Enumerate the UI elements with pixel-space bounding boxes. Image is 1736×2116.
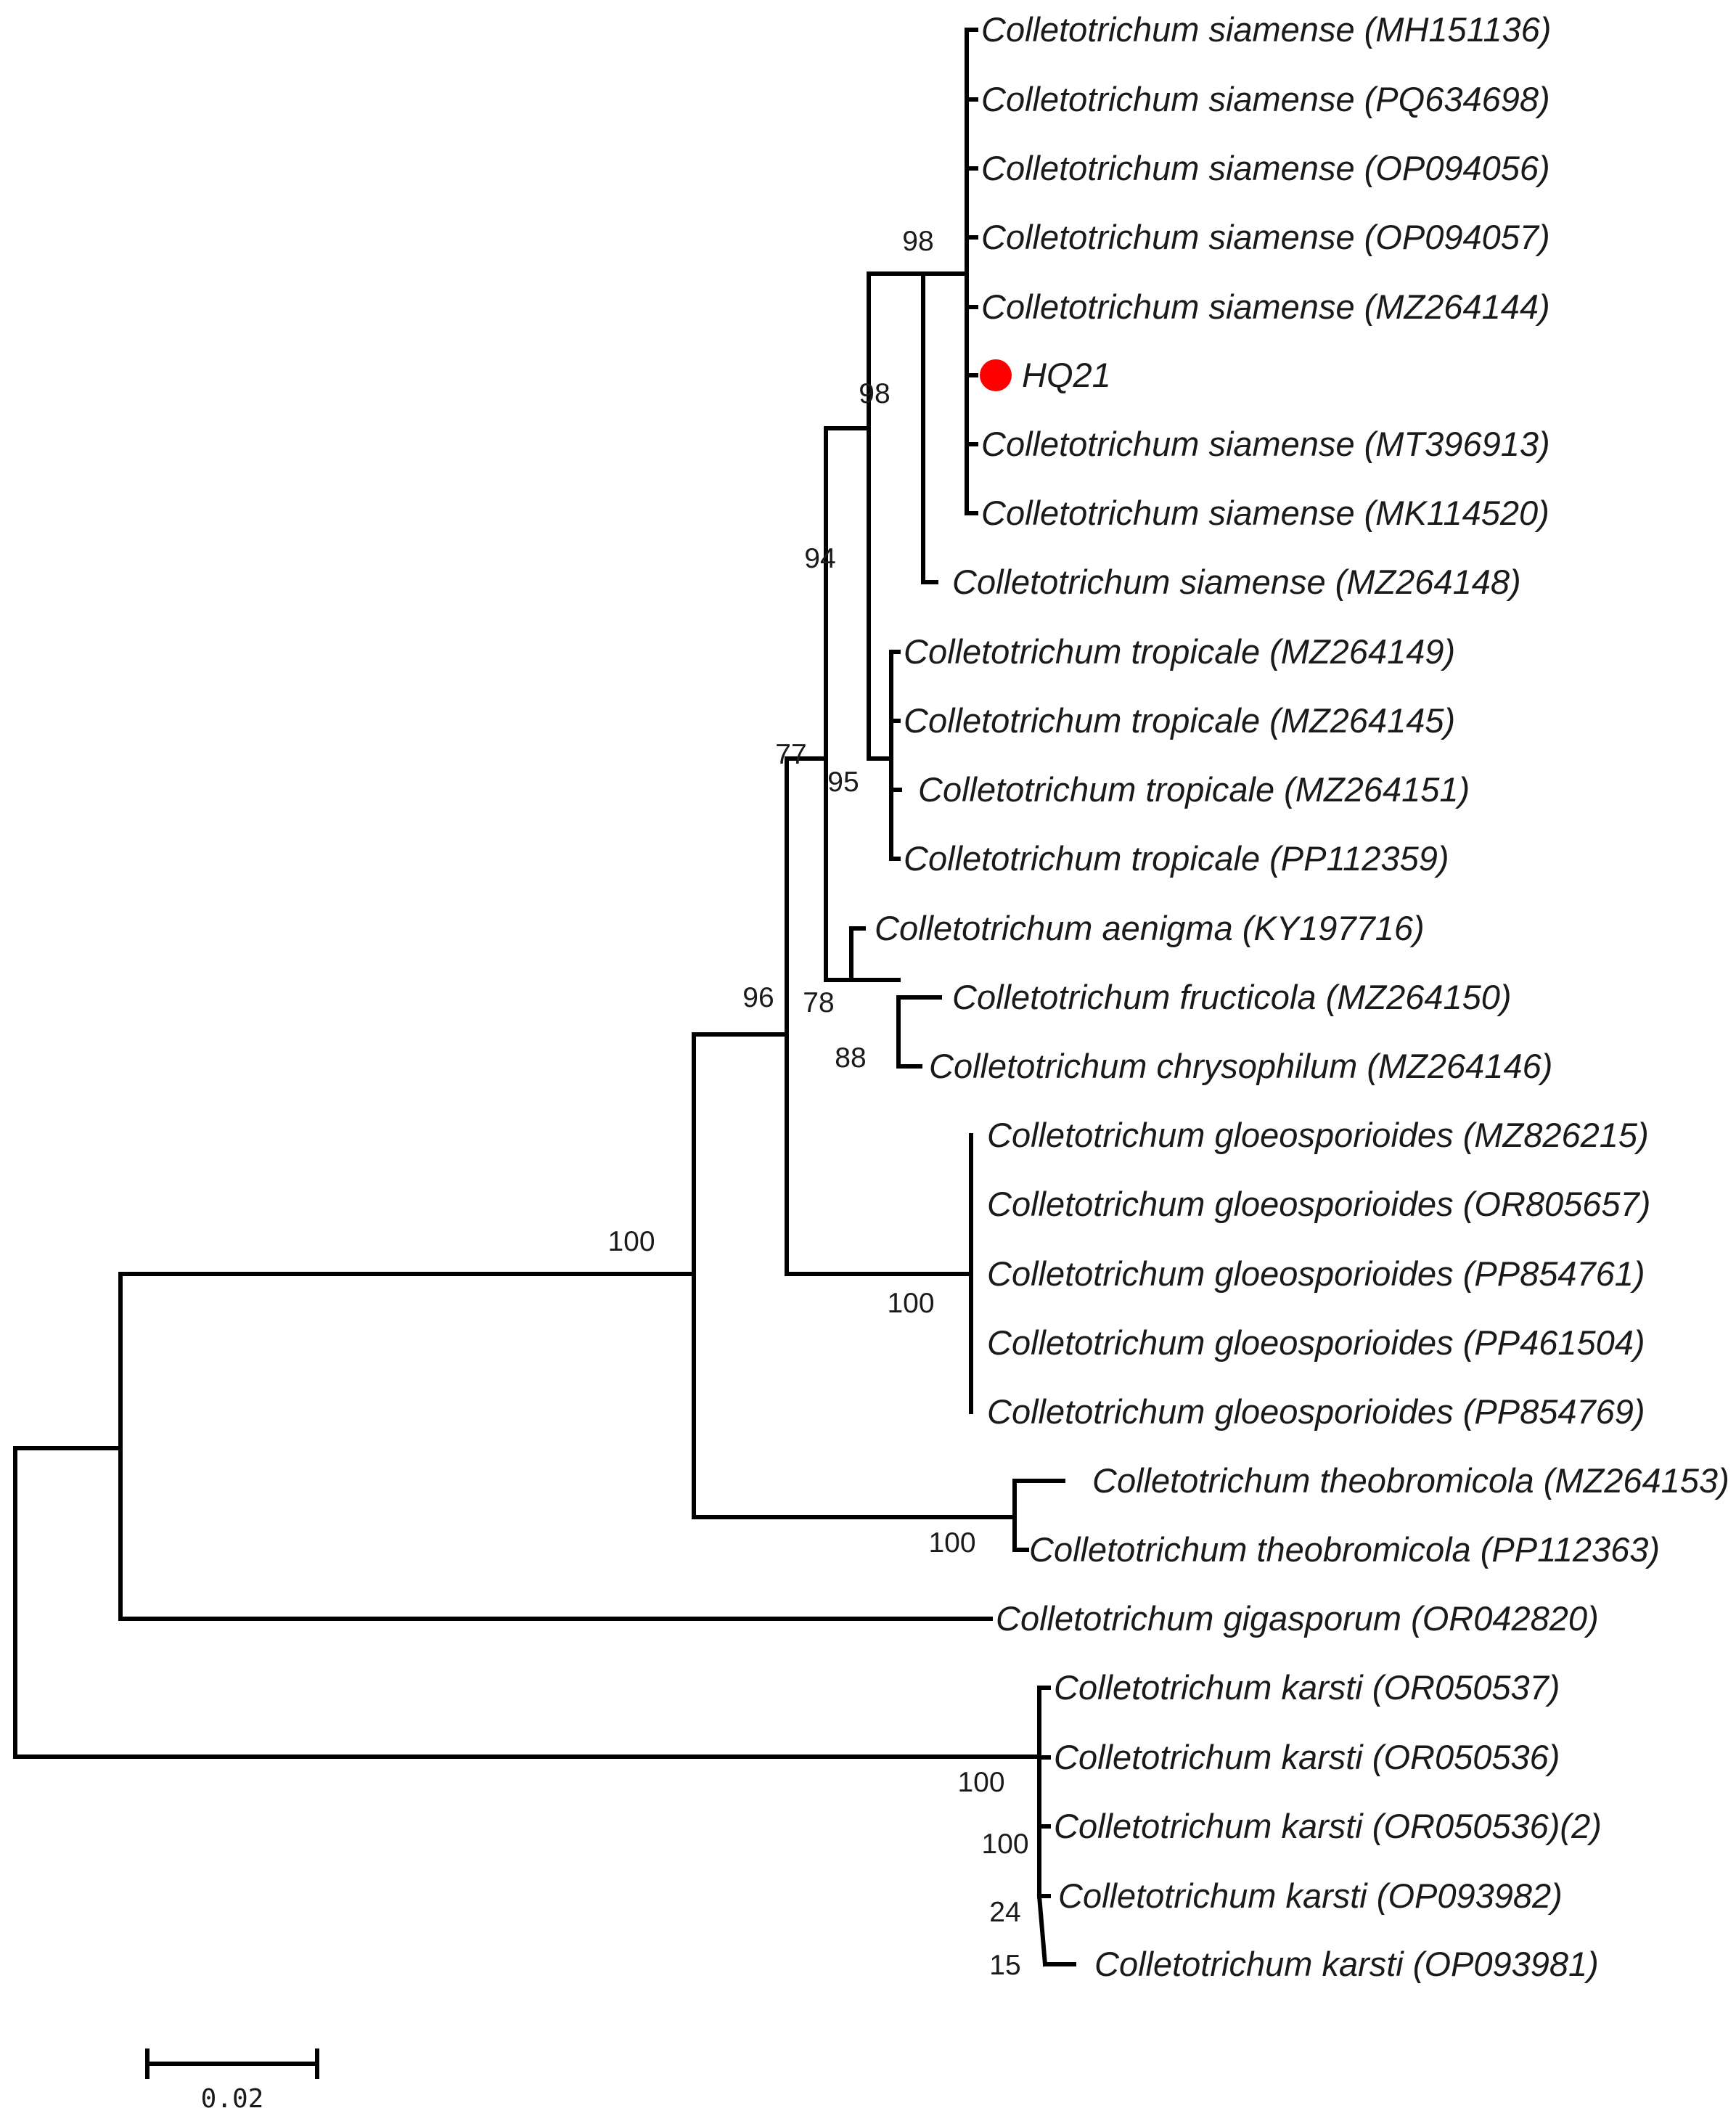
leaf-label: Colletotrichum fructicola (MZ264150) xyxy=(952,978,1512,1016)
leaf-label: Colletotrichum gloeosporioides (PP854769… xyxy=(987,1392,1645,1431)
leaf-label: Colletotrichum siamense (MZ264148) xyxy=(952,563,1521,601)
leaf-label: Colletotrichum tropicale (MZ264151) xyxy=(918,770,1470,809)
leaf-label: Colletotrichum siamense (PQ634698) xyxy=(981,80,1550,118)
support-value: 100 xyxy=(981,1829,1028,1860)
leaf-label: Colletotrichum siamense (MT396913) xyxy=(981,425,1550,463)
leaf-label: Colletotrichum siamense (OP094057) xyxy=(981,218,1550,256)
highlight-marker-icon xyxy=(980,359,1012,391)
leaf-label: Colletotrichum siamense (MH151136) xyxy=(981,10,1551,49)
leaf-label: Colletotrichum siamense (OP094056) xyxy=(981,149,1550,187)
leaf-label: Colletotrichum tropicale (MZ264149) xyxy=(904,632,1455,671)
scale-bar: 0.02 xyxy=(145,2048,319,2114)
leaf-labels: Colletotrichum siamense (MH151136) Collet… xyxy=(875,10,1729,1983)
leaf-label: Colletotrichum karsti (OP093982) xyxy=(1058,1876,1563,1915)
leaf-label: Colletotrichum karsti (OR050536)(2) xyxy=(1054,1807,1602,1845)
leaf-label: Colletotrichum karsti (OR050536) xyxy=(1054,1738,1560,1776)
support-value: 15 xyxy=(989,1950,1020,1981)
support-value: 100 xyxy=(928,1527,975,1559)
leaf-label: Colletotrichum gloeosporioides (PP461504… xyxy=(987,1323,1645,1362)
scale-bar-label: 0.02 xyxy=(201,2084,264,2114)
support-value: 88 xyxy=(835,1042,866,1074)
leaf-label: Colletotrichum gloeosporioides (MZ826215… xyxy=(987,1116,1649,1154)
leaf-label: Colletotrichum karsti (OP093981) xyxy=(1094,1945,1599,1983)
support-value: 100 xyxy=(887,1288,934,1319)
leaf-label: Colletotrichum siamense (MZ264144) xyxy=(981,287,1550,326)
leaf-label: Colletotrichum gloeosporioides (OR805657… xyxy=(987,1185,1650,1223)
support-value: 96 xyxy=(742,982,774,1013)
leaf-label: Colletotrichum tropicale (PP112359) xyxy=(904,839,1449,878)
leaf-label: Colletotrichum siamense (MK114520) xyxy=(981,494,1549,532)
support-value: 77 xyxy=(775,739,806,770)
leaf-label: Colletotrichum aenigma (KY197716) xyxy=(875,909,1425,947)
leaf-label: Colletotrichum gigasporum (OR042820) xyxy=(996,1599,1599,1638)
tree-branches xyxy=(13,28,1076,1967)
leaf-label: HQ21 xyxy=(1022,356,1111,394)
leaf-label: Colletotrichum karsti (OR050537) xyxy=(1054,1668,1560,1707)
support-value: 95 xyxy=(827,767,859,798)
support-value: 98 xyxy=(902,226,933,257)
leaf-label: Colletotrichum theobromicola (PP112363) xyxy=(1029,1530,1660,1569)
support-value: 78 xyxy=(803,987,834,1018)
leaf-label: Colletotrichum chrysophilum (MZ264146) xyxy=(929,1047,1552,1085)
support-value: 100 xyxy=(957,1767,1004,1798)
leaf-label: Colletotrichum theobromicola (MZ264153) xyxy=(1092,1461,1729,1500)
branch-segment xyxy=(1036,1893,1048,1967)
support-value: 100 xyxy=(607,1226,655,1257)
support-value: 98 xyxy=(859,378,890,409)
support-value: 94 xyxy=(804,543,835,574)
support-value: 24 xyxy=(989,1897,1020,1928)
leaf-label: Colletotrichum gloeosporioides (PP854761… xyxy=(987,1254,1645,1293)
leaf-label: Colletotrichum tropicale (MZ264145) xyxy=(904,701,1455,740)
